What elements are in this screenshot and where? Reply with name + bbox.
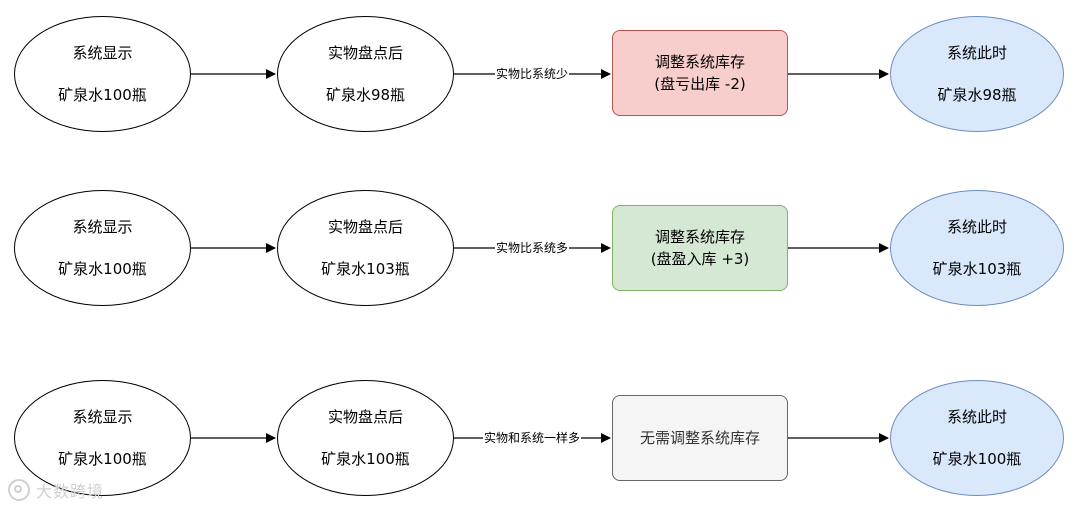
node-title: 实物盘点后 <box>327 218 403 236</box>
node-title: 调整系统库存 <box>654 53 745 71</box>
node-title: 系统此时 <box>946 218 1007 236</box>
node-value: 矿泉水103瓶 <box>932 260 1022 278</box>
node-title: 系统此时 <box>946 44 1007 62</box>
node-value: 矿泉水98瓶 <box>937 86 1017 104</box>
node-title: 系统显示 <box>72 408 133 426</box>
node-title: 系统显示 <box>72 218 133 236</box>
watermark-logo-icon <box>8 479 30 501</box>
node-value: 矿泉水100瓶 <box>932 450 1022 468</box>
physical-count-node: 实物盘点后 矿泉水100瓶 <box>277 380 454 496</box>
edge-label: 实物比系统多 <box>494 241 570 255</box>
system-display-node: 系统显示 矿泉水100瓶 <box>14 190 191 306</box>
adjust-stock-loss-node: 调整系统库存 (盘亏出库 -2) <box>612 30 788 116</box>
node-detail: (盘亏出库 -2) <box>654 75 746 93</box>
system-result-node: 系统此时 矿泉水103瓶 <box>890 190 1064 306</box>
system-result-node: 系统此时 矿泉水100瓶 <box>890 380 1064 496</box>
node-title: 调整系统库存 <box>654 228 745 246</box>
node-title: 实物盘点后 <box>327 408 403 426</box>
system-display-node: 系统显示 矿泉水100瓶 <box>14 16 191 132</box>
node-value: 矿泉水103瓶 <box>321 260 410 278</box>
edge-label: 实物比系统少 <box>494 67 570 81</box>
node-value: 矿泉水100瓶 <box>58 450 147 468</box>
node-value: 矿泉水100瓶 <box>58 86 147 104</box>
edge-label: 实物和系统一样多 <box>482 431 582 445</box>
watermark: 大数跨境 <box>8 478 104 502</box>
node-detail: (盘盈入库 +3) <box>650 250 750 268</box>
system-result-node: 系统此时 矿泉水98瓶 <box>890 16 1064 132</box>
system-display-node: 系统显示 矿泉水100瓶 <box>14 380 191 496</box>
physical-count-node: 实物盘点后 矿泉水103瓶 <box>277 190 454 306</box>
node-title: 系统显示 <box>72 44 133 62</box>
node-value: 矿泉水100瓶 <box>321 450 410 468</box>
adjust-stock-gain-node: 调整系统库存 (盘盈入库 +3) <box>612 205 788 291</box>
node-title: 系统此时 <box>946 408 1007 426</box>
node-title: 实物盘点后 <box>327 44 403 62</box>
node-value: 矿泉水98瓶 <box>325 86 406 104</box>
watermark-text: 大数跨境 <box>36 482 105 501</box>
node-title: 无需调整系统库存 <box>639 429 760 447</box>
node-value: 矿泉水100瓶 <box>58 260 147 278</box>
no-adjustment-node: 无需调整系统库存 <box>612 395 788 481</box>
physical-count-node: 实物盘点后 矿泉水98瓶 <box>277 16 454 132</box>
